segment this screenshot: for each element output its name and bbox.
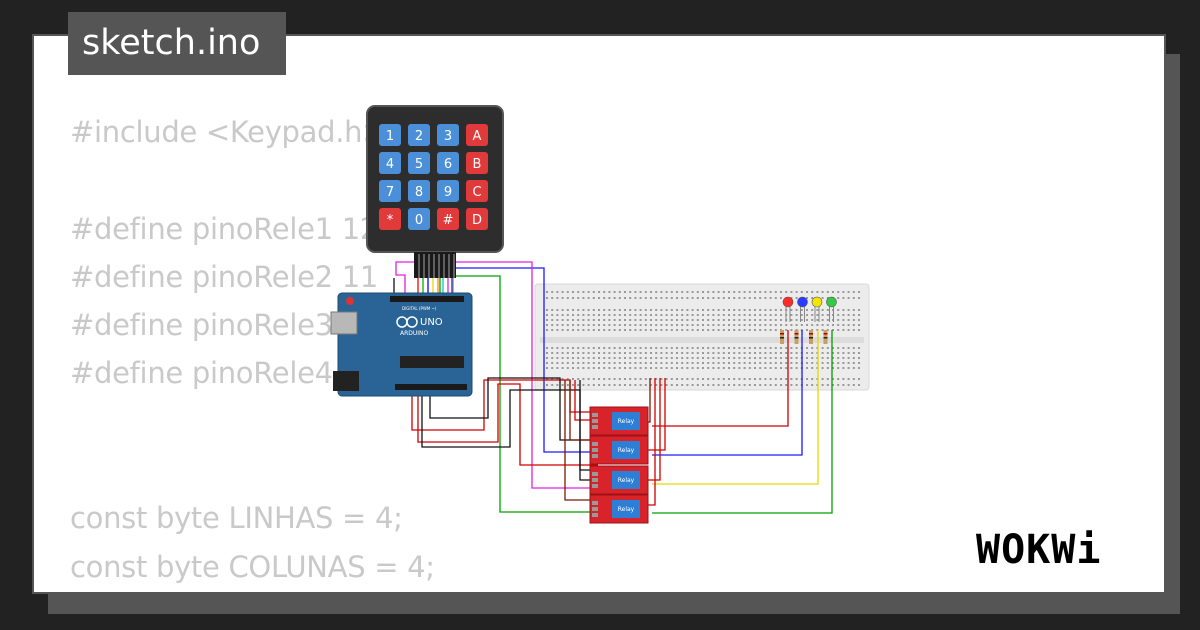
relay-label: Relay [618,418,635,425]
arduino-digital-label: DIGITAL (PWM ~) [402,306,437,311]
keypad-key-label: 6 [444,157,452,172]
keypad-key-label: 8 [415,185,423,200]
keypad-key [466,152,488,174]
keypad-key-label: 5 [415,157,423,172]
keypad-key-label: B [473,157,482,172]
keypad-key-label: * [387,213,394,228]
keypad-key-label: 1 [386,129,394,144]
code-line: #define pinoRele2 11 [70,259,379,294]
keypad-key [379,124,401,146]
keypad-key [379,152,401,174]
arduino-uno: UNO ARDUINO DIGITAL (PWM ~) [330,292,473,397]
relay-label: Relay [618,506,635,513]
code-line: const byte COLUNAS = 4; [70,549,435,584]
keypad-key [408,180,430,202]
keypad-key-label: 2 [415,129,423,144]
code-line: #include <Keypad.h> [70,115,387,149]
keypad-key-label: 3 [444,129,452,144]
leds [780,296,837,344]
keypad-key-label: 4 [386,157,394,172]
keypad-key-label: A [473,129,482,144]
keypad-key [437,180,459,202]
keypad-key [379,180,401,202]
code-preview: #include <Keypad.h>#define pinoRele1 12#… [70,108,435,591]
keypad-key [408,124,430,146]
keypad-4x4: 1 2 3 A 4 5 6 B 7 8 9 C * 0 # D [366,105,504,278]
led [797,296,808,308]
keypad-key-label: 0 [415,213,423,228]
arduino-model-label: UNO [420,317,443,328]
keypad-key-label: 7 [386,185,394,200]
keypad-key [408,208,430,230]
keypad-key [437,152,459,174]
arduino-brand-label: ARDUINO [400,330,429,337]
keypad-key-label: D [472,213,482,228]
keypad-key-label: C [472,185,481,200]
keypad-key [466,208,488,230]
keypad-key-label: # [443,213,454,228]
keypad-key [437,208,459,230]
relay-label: Relay [618,477,635,484]
wokwi-logo: WOKWi [976,522,1152,578]
led [811,296,823,308]
keypad-key-label: 9 [444,185,452,200]
keypad-key [408,152,430,174]
keypad-key [466,180,488,202]
wokwi-logo-text: WOKWi [976,527,1102,573]
keypad-key [466,124,488,146]
relay-label: Relay [618,447,635,454]
led [782,296,794,308]
file-title: sketch.ino [68,12,286,75]
led [826,296,837,308]
keypad-key [437,124,459,146]
code-line: const byte LINHAS = 4; [70,501,403,536]
keypad-key [379,208,401,230]
